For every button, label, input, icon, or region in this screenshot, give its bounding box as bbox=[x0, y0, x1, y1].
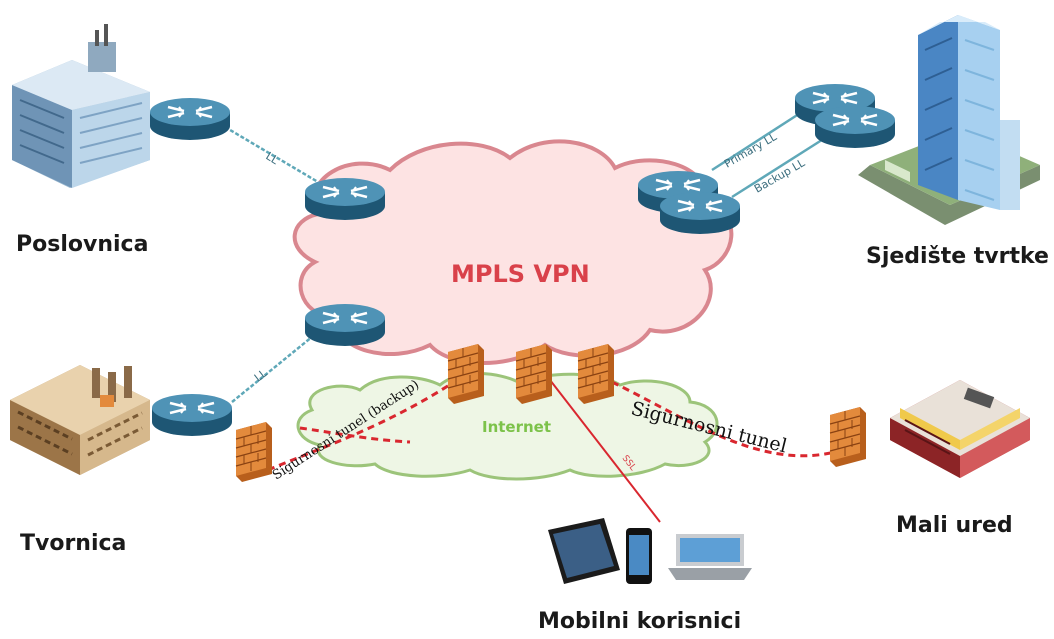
factory-building-icon bbox=[10, 365, 150, 475]
backup-tunnel-line bbox=[267, 376, 461, 472]
mpls-router-bottom-left bbox=[303, 302, 387, 348]
factory-router bbox=[150, 392, 234, 438]
primary-ll-link bbox=[711, 108, 806, 172]
backup-ll-label: Backup LL bbox=[752, 156, 808, 196]
branch-label: Poslovnica bbox=[16, 232, 148, 257]
primary-ll-label: Primary LL bbox=[722, 130, 780, 171]
factory-firewall bbox=[235, 421, 273, 483]
hq-router-front bbox=[813, 104, 897, 150]
factory-ll-label: LL bbox=[252, 366, 270, 384]
factory-ll-link bbox=[231, 331, 319, 403]
firewall-center bbox=[515, 343, 553, 405]
backup-ll-link bbox=[731, 136, 826, 199]
small-office-label: Mali ured bbox=[896, 513, 1013, 538]
factory-label: Tvornica bbox=[20, 531, 126, 556]
internet-cloud bbox=[296, 372, 719, 481]
mpls-vpn-label: MPLS VPN bbox=[451, 260, 590, 288]
mpls-router-top-left bbox=[303, 176, 387, 222]
headquarters-label: Sjedište tvrtke bbox=[866, 244, 1049, 269]
main-tunnel-line bbox=[611, 380, 836, 458]
mpls-router-right-front bbox=[658, 190, 742, 236]
branch-router bbox=[148, 96, 232, 142]
firewall-right bbox=[577, 343, 615, 405]
small-office-firewall bbox=[829, 406, 867, 468]
tablet-icon bbox=[548, 518, 620, 584]
smartphone-icon bbox=[626, 528, 652, 584]
backup-tunnel-extension bbox=[299, 426, 411, 444]
laptop-icon bbox=[668, 534, 752, 580]
ssl-link bbox=[549, 379, 661, 523]
branch-building-icon bbox=[12, 24, 150, 188]
internet-label: Internet bbox=[482, 418, 551, 436]
mobile-users-label: Mobilni korisnici bbox=[538, 609, 741, 634]
headquarters-building-icon bbox=[858, 15, 1040, 225]
firewall-left bbox=[447, 343, 485, 405]
small-office-building-icon bbox=[890, 380, 1030, 478]
branch-ll-link bbox=[224, 125, 319, 184]
